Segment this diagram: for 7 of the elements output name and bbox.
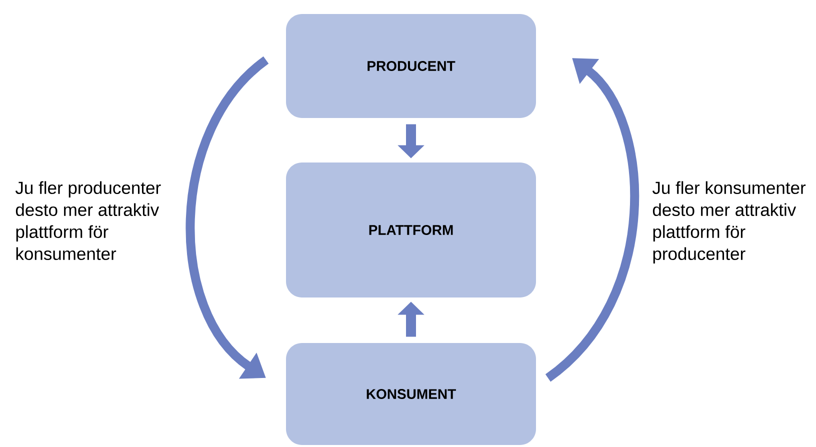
edge-label: Ju fler producenter desto mer attraktiv plattform för konsumenter (15, 181, 161, 260)
edge-label: Ju fler konsumenter desto mer attraktiv plattform för producenter (652, 181, 806, 264)
process-box: KONSUMENT (286, 343, 536, 445)
arrow (186, 56, 269, 379)
arrow (545, 58, 639, 382)
process-box: PRODUCENT (286, 14, 536, 118)
process-box: PLATTFORM (286, 162, 536, 298)
